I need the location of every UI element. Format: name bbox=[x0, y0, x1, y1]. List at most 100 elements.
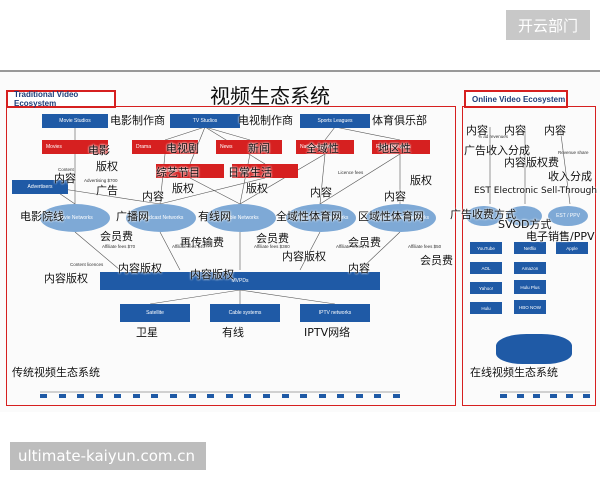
online-header: Online Video Ecosystem bbox=[464, 90, 568, 108]
cable-networks-ellipse: Cable Networks bbox=[206, 204, 276, 232]
overlay-online-content-1: 内容 bbox=[466, 124, 488, 137]
consumer-dot bbox=[566, 394, 574, 398]
overlay-regional: 地区性 bbox=[378, 142, 411, 155]
affiliate-fees-40-label: Affiliate fees $40 bbox=[172, 244, 206, 249]
overlay-copyright-2: 版权 bbox=[172, 182, 194, 195]
consumer-dot bbox=[262, 394, 270, 398]
overlay-retrans-fee: 再传输费 bbox=[180, 236, 224, 249]
consumer-row-traditional bbox=[40, 394, 400, 400]
overlay-content-copyright-fee: 内容版权费 bbox=[504, 156, 559, 169]
consumer-dot bbox=[374, 394, 382, 398]
consumer-dot bbox=[549, 394, 557, 398]
consumer-row-online bbox=[500, 394, 590, 400]
entertainment-box: Entertainment bbox=[156, 164, 224, 178]
youtube-box: YouTube bbox=[470, 242, 502, 254]
traditional-region bbox=[6, 106, 456, 406]
iptv-networks-box: IPTV networks bbox=[300, 304, 370, 322]
revenue-share-label: Revenue share bbox=[558, 150, 589, 155]
consumer-dot bbox=[318, 394, 326, 398]
satellite-box: Satellite bbox=[120, 304, 190, 322]
consumer-dot bbox=[114, 394, 122, 398]
affiliate-fees-70-label: Affiliate fees $70 bbox=[102, 244, 136, 249]
consumer-dot bbox=[207, 394, 215, 398]
consumer-dot bbox=[225, 394, 233, 398]
overlay-content-2: 内容 bbox=[142, 190, 164, 203]
overlay-ads: 广告 bbox=[96, 184, 118, 197]
netflix-box: Netflix bbox=[514, 242, 546, 254]
overlay-membership-fee-1: 会员费 bbox=[100, 230, 133, 243]
online-svod-ellipse bbox=[506, 206, 542, 226]
affiliate-fees-50-label: Affiliate fees $50 bbox=[408, 244, 442, 249]
overlay-cable: 有线 bbox=[222, 326, 244, 339]
overlay-copyright-1: 版权 bbox=[96, 160, 118, 173]
consumer-dot bbox=[77, 394, 85, 398]
overlay-content-5: 内容 bbox=[348, 262, 370, 275]
affiliate-fees-380-label: Affiliate fees $380 bbox=[254, 244, 290, 249]
consumer-dot bbox=[281, 394, 289, 398]
overlay-satellite: 卫星 bbox=[136, 326, 158, 339]
drama-box: Drama bbox=[132, 140, 198, 154]
yahoo-box: Yahoo! bbox=[470, 282, 502, 294]
lifestyle-box: Lifestyle bbox=[232, 164, 298, 178]
affiliate-fees-79-label: Affiliate fees $79 bbox=[336, 244, 370, 249]
overlay-tv-production: 电视制作商 bbox=[238, 114, 293, 127]
consumer-dot bbox=[500, 394, 507, 398]
est-ppv-ellipse: EST / PPV bbox=[548, 206, 588, 226]
ad-revenues-label: % ad revenues bbox=[478, 134, 509, 139]
overlay-revenue-share: 收入分成 bbox=[548, 170, 592, 183]
overlay-drama: 电视剧 bbox=[166, 142, 199, 155]
overlay-copyright-4: 版权 bbox=[410, 174, 432, 187]
overlay-content-copyright-4: 内容版权 bbox=[190, 268, 234, 281]
overlay-membership-fee-2: 会员费 bbox=[256, 232, 289, 245]
overlay-copyright-3: 版权 bbox=[246, 182, 268, 195]
movies-box: Movies bbox=[42, 140, 108, 154]
hulu-plus-box: Hulu Plus bbox=[514, 280, 546, 294]
overlay-ad-revenue-share: 广告收入分成 bbox=[464, 144, 530, 157]
overlay-news: 新闻 bbox=[248, 142, 270, 155]
traditional-header: Traditional Video Ecosystem bbox=[6, 90, 116, 108]
overlay-iptv: IPTV网络 bbox=[304, 326, 351, 339]
sports-leagues-box: Sports Leagues bbox=[300, 114, 370, 128]
overlay-svod: SVOD方式 bbox=[498, 218, 552, 231]
consumer-dot bbox=[58, 394, 66, 398]
consumer-dot bbox=[188, 394, 196, 398]
overlay-content-copyright-1: 内容版权 bbox=[282, 250, 326, 263]
online-cloud bbox=[496, 334, 572, 364]
hulu-box: Hulu bbox=[470, 302, 502, 314]
top-button[interactable]: 开云部门 bbox=[506, 10, 590, 40]
overlay-cable-net: 有线网 bbox=[198, 210, 231, 223]
overlay-online-ecosystem: 在线视频生态系统 bbox=[470, 366, 558, 379]
consumer-dot bbox=[533, 394, 541, 398]
national-sports-box: National sports bbox=[296, 140, 354, 154]
overlay-content-3: 内容 bbox=[310, 186, 332, 199]
consumer-dot bbox=[40, 394, 47, 398]
amazon-box: Amazon bbox=[514, 262, 546, 274]
consumer-dot bbox=[300, 394, 308, 398]
consumer-dot bbox=[132, 394, 140, 398]
regional-sports-box: Regional sports bbox=[372, 140, 430, 154]
consumer-dot bbox=[244, 394, 252, 398]
overlay-membership-fee-4: 会员费 bbox=[420, 254, 453, 267]
connector-lines bbox=[40, 126, 590, 393]
consumer-dot bbox=[392, 394, 400, 398]
hbo-now-box: HBO NOW bbox=[514, 300, 546, 314]
aol-box: AOL bbox=[470, 262, 502, 274]
overlay-national: 全域性 bbox=[306, 142, 339, 155]
consumer-dot bbox=[355, 394, 363, 398]
ecosystem-diagram: 视频生态系统 Traditional Video Ecosystem Onlin… bbox=[0, 70, 600, 412]
overlay-daily-life: 日常生活 bbox=[228, 166, 272, 179]
mvpds-bar: MVPDs bbox=[100, 272, 380, 290]
news-box: News bbox=[216, 140, 282, 154]
overlay-variety: 综艺节目 bbox=[156, 166, 200, 179]
overlay-sports-club: 体育俱乐部 bbox=[372, 114, 427, 127]
regional-sports-networks-ellipse: Regional sports networks bbox=[366, 204, 436, 232]
overlay-est: EST Electronic Sell-Through bbox=[474, 186, 597, 196]
consumer-dot bbox=[151, 394, 159, 398]
overlay-national-sports-net: 全域性体育网 bbox=[276, 210, 342, 223]
online-ad-ellipse bbox=[466, 206, 502, 226]
content-licences-label: Content licences bbox=[70, 262, 104, 267]
broadcast-networks-ellipse: Broadcast Networks bbox=[126, 204, 196, 232]
content-label: Content bbox=[58, 167, 74, 172]
overlay-content-copyright-2: 内容版权 bbox=[118, 262, 162, 275]
cable-systems-box: Cable systems bbox=[210, 304, 280, 322]
